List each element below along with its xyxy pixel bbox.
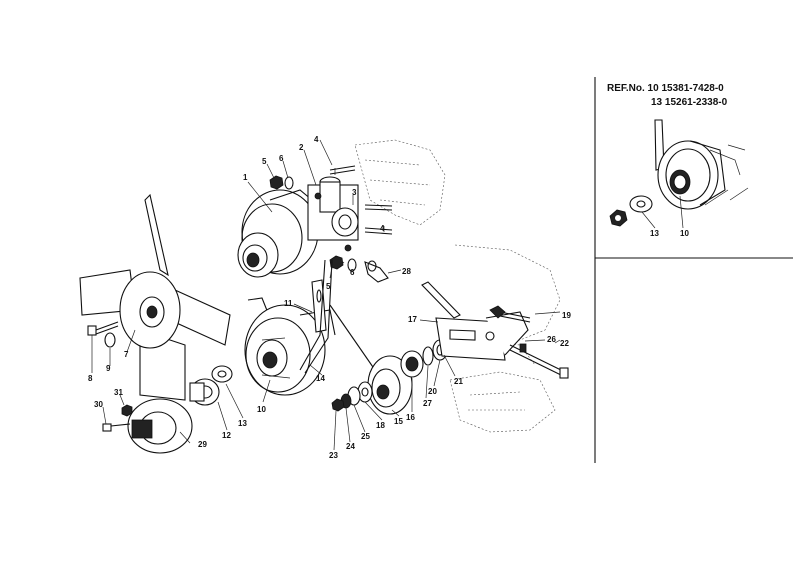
callout-5b: 5	[326, 282, 331, 291]
callout-12: 12	[222, 431, 231, 440]
callout-3: 3	[352, 188, 357, 197]
callout-29: 29	[198, 440, 207, 449]
adjusting-bolt	[509, 343, 569, 379]
inset-pulley-drawing	[609, 119, 749, 229]
callout-23: 23	[329, 451, 338, 460]
callout-25: 25	[361, 432, 370, 441]
callout-14: 14	[316, 374, 325, 383]
fan-bolt	[87, 321, 119, 348]
alternator-pulley	[189, 365, 233, 406]
callout-6a: 6	[279, 154, 284, 163]
callout-5a: 5	[262, 157, 267, 166]
callout-21: 21	[454, 377, 463, 386]
tension-bracket	[421, 281, 529, 361]
callout-4a: 4	[314, 135, 319, 144]
callout-18: 18	[376, 421, 385, 430]
callout-9: 9	[106, 364, 111, 373]
callout-1: 1	[243, 173, 248, 182]
callout-16: 16	[406, 413, 415, 422]
callout-2: 2	[299, 143, 304, 152]
leader-lines	[91, 139, 561, 451]
hose-fitting	[364, 260, 389, 283]
callout-28: 28	[402, 267, 411, 276]
callout-24: 24	[346, 442, 355, 451]
callout-27: 27	[423, 399, 432, 408]
callout-6b: 6	[350, 268, 355, 277]
cooling-fan	[79, 193, 231, 401]
reference-line-1: REF.No. 10 15381-7428-0	[607, 83, 724, 94]
callout-8: 8	[88, 374, 93, 383]
studs	[329, 165, 393, 235]
callout-22: 22	[560, 339, 569, 348]
callout-31: 31	[114, 388, 123, 397]
fan-pulley	[102, 398, 193, 454]
callout-30: 30	[94, 400, 103, 409]
water-pump-pulley	[237, 189, 319, 278]
callout-26: 26	[547, 335, 556, 344]
callout-11: 11	[284, 299, 293, 308]
thermostat-housing	[307, 168, 359, 252]
nuts-washers	[269, 175, 357, 272]
bracket-bolt	[489, 305, 531, 323]
callout-labels: 1 2 3 4 4 5 6 5 6 28 7 8 9 10 11 12 13 1…	[88, 135, 689, 460]
fan-belt	[299, 259, 376, 374]
callout-4b: 4	[380, 224, 385, 233]
callout-15: 15	[394, 417, 403, 426]
callout-13: 13	[238, 419, 247, 428]
callout-19: 19	[562, 311, 571, 320]
callout-17: 17	[408, 315, 417, 324]
callout-20: 20	[428, 387, 437, 396]
callout-7: 7	[124, 350, 129, 359]
reference-line-2: 13 15261-2338-0	[651, 97, 728, 108]
callout-10: 10	[257, 405, 266, 414]
inset-callout-10: 10	[680, 229, 689, 238]
inset-callout-13: 13	[650, 229, 659, 238]
